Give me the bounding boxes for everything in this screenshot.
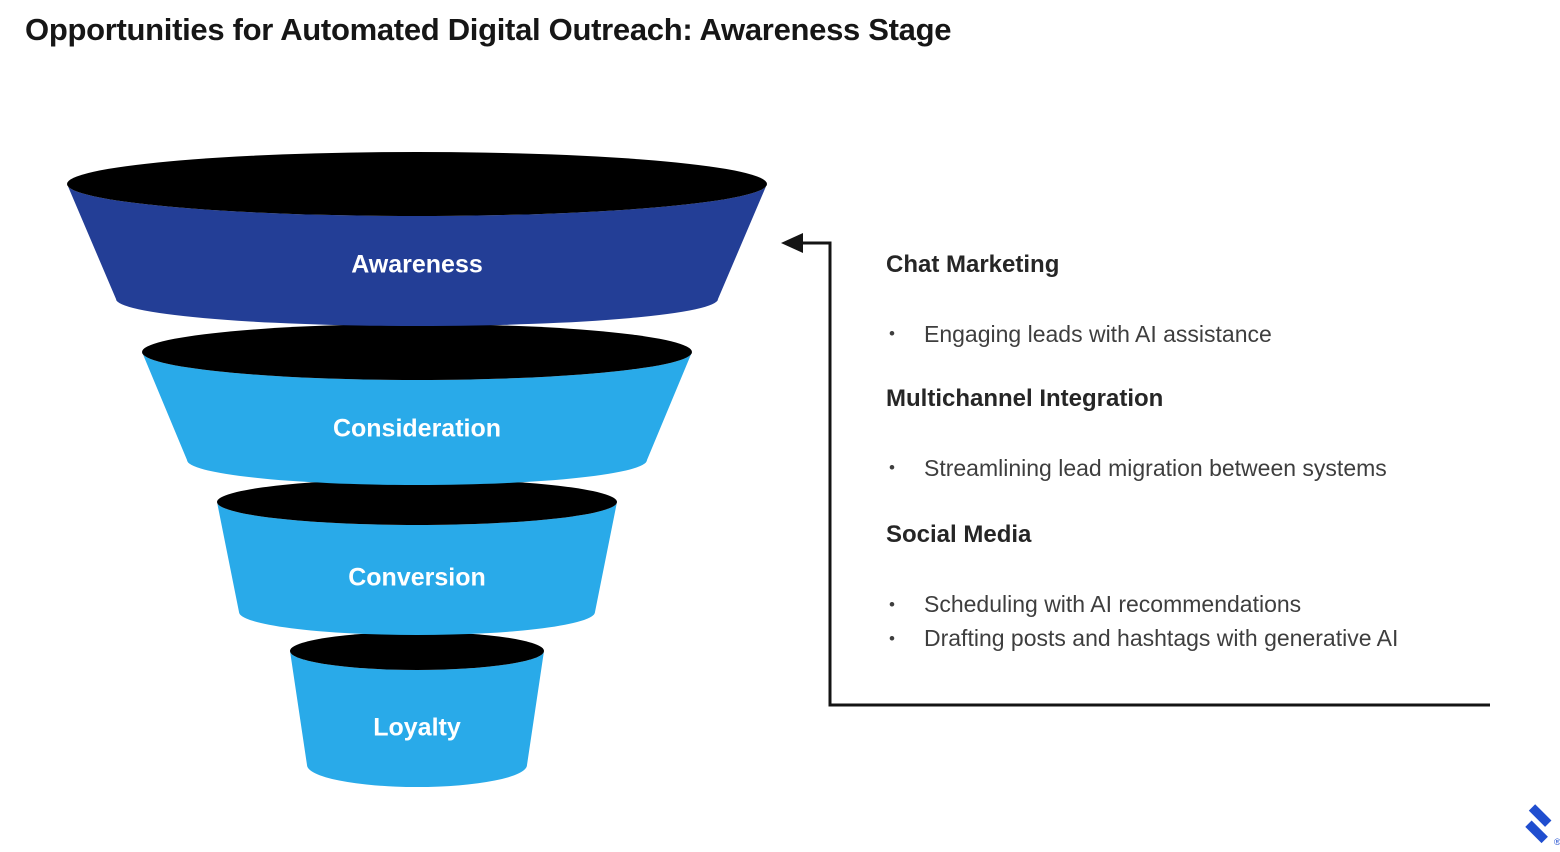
bullet-dot-icon: • — [889, 458, 895, 477]
funnel-stage-consideration — [142, 324, 692, 485]
funnel-label-loyalty: Loyalty — [373, 714, 461, 742]
funnel-stage-conversion-top-face — [217, 479, 617, 525]
toptal-logo: ® — [1519, 803, 1560, 851]
bullet-list: • Scheduling with AI recommendations • D… — [886, 588, 1398, 656]
bullet-text: Drafting posts and hashtags with generat… — [924, 625, 1399, 651]
funnel-stage-loyalty — [290, 632, 544, 787]
funnel-stage-awareness — [67, 152, 767, 326]
funnel-stage-conversion-wall — [217, 502, 617, 635]
bullet-text: Engaging leads with AI assistance — [924, 321, 1272, 347]
bullet-dot-icon: • — [889, 324, 895, 343]
bullet-item: • Drafting posts and hashtags with gener… — [886, 622, 1398, 656]
funnel-stage-loyalty-wall — [290, 651, 544, 787]
bullet-item: • Engaging leads with AI assistance — [886, 318, 1272, 350]
bullet-dot-icon: • — [889, 595, 895, 614]
connector-line — [799, 241, 1490, 707]
bullet-text: Streamlining lead migration between syst… — [924, 455, 1387, 481]
funnel-stage-consideration-top-face — [142, 324, 692, 380]
funnel-stage-conversion — [217, 479, 617, 635]
funnel-label-conversion: Conversion — [348, 564, 486, 592]
bullet-item: • Streamlining lead migration between sy… — [886, 452, 1387, 484]
arrowhead-icon — [781, 233, 803, 253]
bullet-dot-icon: • — [889, 629, 895, 648]
registered-trademark-symbol: ® — [1554, 837, 1560, 847]
section-heading-multichannel-integration: Multichannel Integration — [886, 385, 1164, 412]
annotation-connector — [781, 233, 1490, 707]
funnel-label-consideration: Consideration — [333, 415, 501, 443]
section-heading-chat-marketing: Chat Marketing — [886, 251, 1060, 278]
funnel-label-awareness: Awareness — [351, 251, 483, 279]
funnel-stage-awareness-wall — [67, 184, 767, 326]
toptal-logo-icon: ® — [1525, 804, 1560, 847]
bullet-item: • Scheduling with AI recommendations — [886, 588, 1398, 622]
section-heading-social-media: Social Media — [886, 521, 1032, 548]
page-title: Opportunities for Automated Digital Outr… — [25, 12, 952, 47]
funnel-stage-consideration-wall — [142, 352, 692, 485]
funnel-stage-awareness-top-face — [67, 152, 767, 216]
bullet-text: Scheduling with AI recommendations — [924, 591, 1302, 617]
funnel-stage-loyalty-top-face — [290, 632, 544, 670]
